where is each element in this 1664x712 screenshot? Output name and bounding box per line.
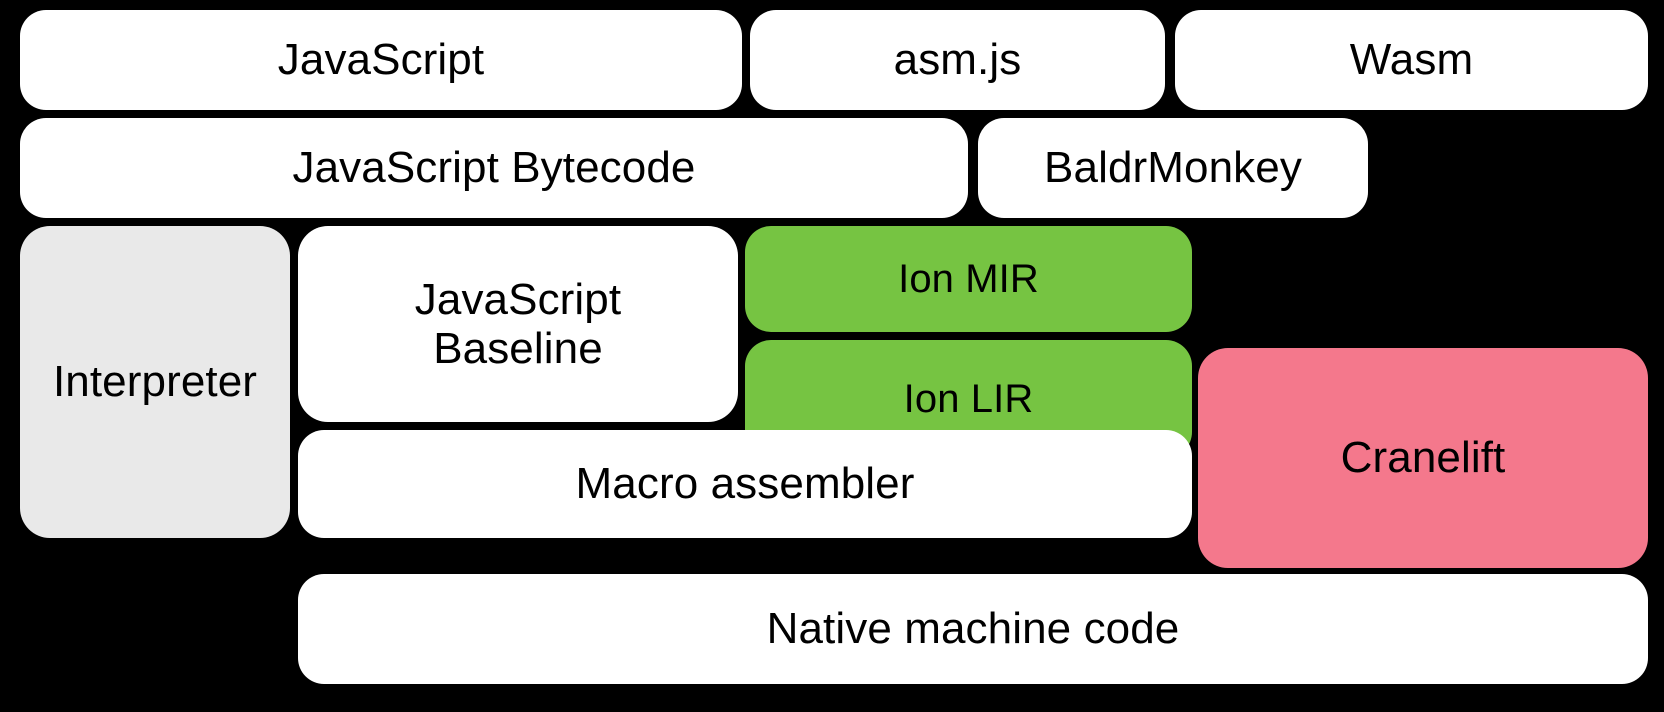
node-javascript-baseline: JavaScript Baseline [298, 226, 738, 422]
node-native-machine-code: Native machine code [298, 574, 1648, 684]
node-ion-mir: Ion MIR [745, 226, 1192, 332]
node-javascript-bytecode: JavaScript Bytecode [20, 118, 968, 218]
node-baldrmonkey: BaldrMonkey [978, 118, 1368, 218]
node-interpreter: Interpreter [20, 226, 290, 538]
node-cranelift: Cranelift [1198, 348, 1648, 568]
node-wasm: Wasm [1175, 10, 1648, 110]
node-asm-js: asm.js [750, 10, 1165, 110]
node-macro-assembler: Macro assembler [298, 430, 1192, 538]
node-javascript: JavaScript [20, 10, 742, 110]
